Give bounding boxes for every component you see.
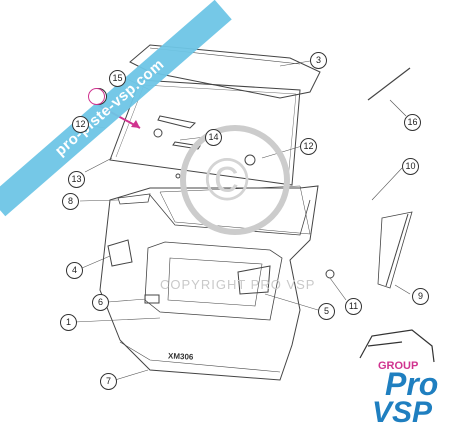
tailgate-body-outline (99, 185, 319, 381)
callout-16: 16 (404, 114, 421, 131)
rear-badge-text: XM306 (167, 351, 194, 362)
provsp-car-logo (359, 329, 435, 363)
callout-1: 1 (60, 314, 77, 331)
copyright-watermark-circle (180, 125, 290, 235)
callout-5: 5 (318, 303, 335, 320)
callout-14: 14 (205, 129, 222, 146)
logo-tagline: GROUP (378, 360, 419, 372)
callout-11: 11 (345, 298, 362, 315)
callout-9: 9 (412, 288, 429, 305)
callout-10: 10 (402, 158, 419, 175)
logo-line1: Pro (385, 366, 439, 402)
callout-13: 13 (68, 171, 85, 188)
callout-6: 6 (92, 294, 109, 311)
callout-8: 8 (62, 193, 79, 210)
callout-7: 7 (100, 373, 117, 390)
callout-4: 4 (66, 262, 83, 279)
copyright-watermark: COPYRIGHT PRO VSP (160, 277, 316, 292)
callout-3: 3 (310, 52, 327, 69)
copyright-symbol: © (205, 146, 251, 213)
callout-15: 15 (109, 70, 126, 87)
callout-12-b: 12 (300, 138, 317, 155)
logo-line2: VSP (372, 396, 433, 429)
callout-2-highlight (88, 88, 105, 105)
callout-12-a: 12 (72, 116, 89, 133)
